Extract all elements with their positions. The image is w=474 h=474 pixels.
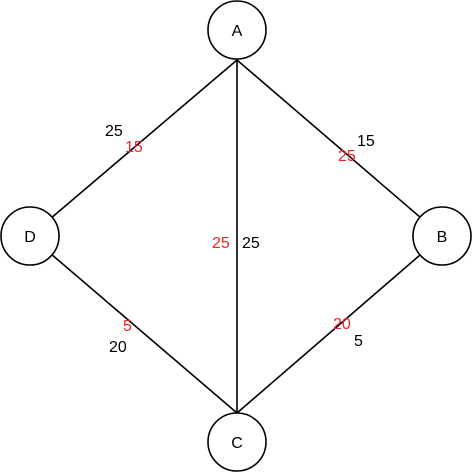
node-d-circle — [0, 206, 60, 266]
edge-b-c — [236, 235, 443, 414]
node-b: B — [412, 206, 472, 266]
weight-b-c-black: 5 — [354, 333, 363, 350]
weight-a-d-red: 15 — [125, 139, 143, 156]
weight-d-c-black: 20 — [109, 339, 127, 356]
node-a-label: A — [232, 23, 243, 40]
weight-b-c-red: 20 — [333, 316, 351, 333]
weight-a-c-red: 25 — [212, 235, 230, 252]
weight-a-b-black: 15 — [357, 133, 375, 150]
weight-a-b-red: 25 — [338, 148, 356, 165]
node-b-circle — [412, 206, 472, 266]
weight-a-d-black: 25 — [105, 123, 123, 140]
node-c-circle — [207, 412, 267, 472]
edge-d-c — [29, 235, 238, 414]
node-a-circle — [207, 0, 267, 60]
edge-a-b — [236, 59, 443, 237]
node-c: C — [207, 412, 267, 472]
node-d: D — [0, 206, 60, 266]
weight-d-c-red: 5 — [123, 318, 132, 335]
node-b-label: B — [437, 229, 448, 246]
node-a: A — [207, 0, 267, 60]
node-d-label: D — [24, 229, 36, 246]
node-c-label: C — [231, 435, 243, 452]
weight-a-c-black: 25 — [242, 235, 260, 252]
edge-a-d — [29, 59, 238, 237]
